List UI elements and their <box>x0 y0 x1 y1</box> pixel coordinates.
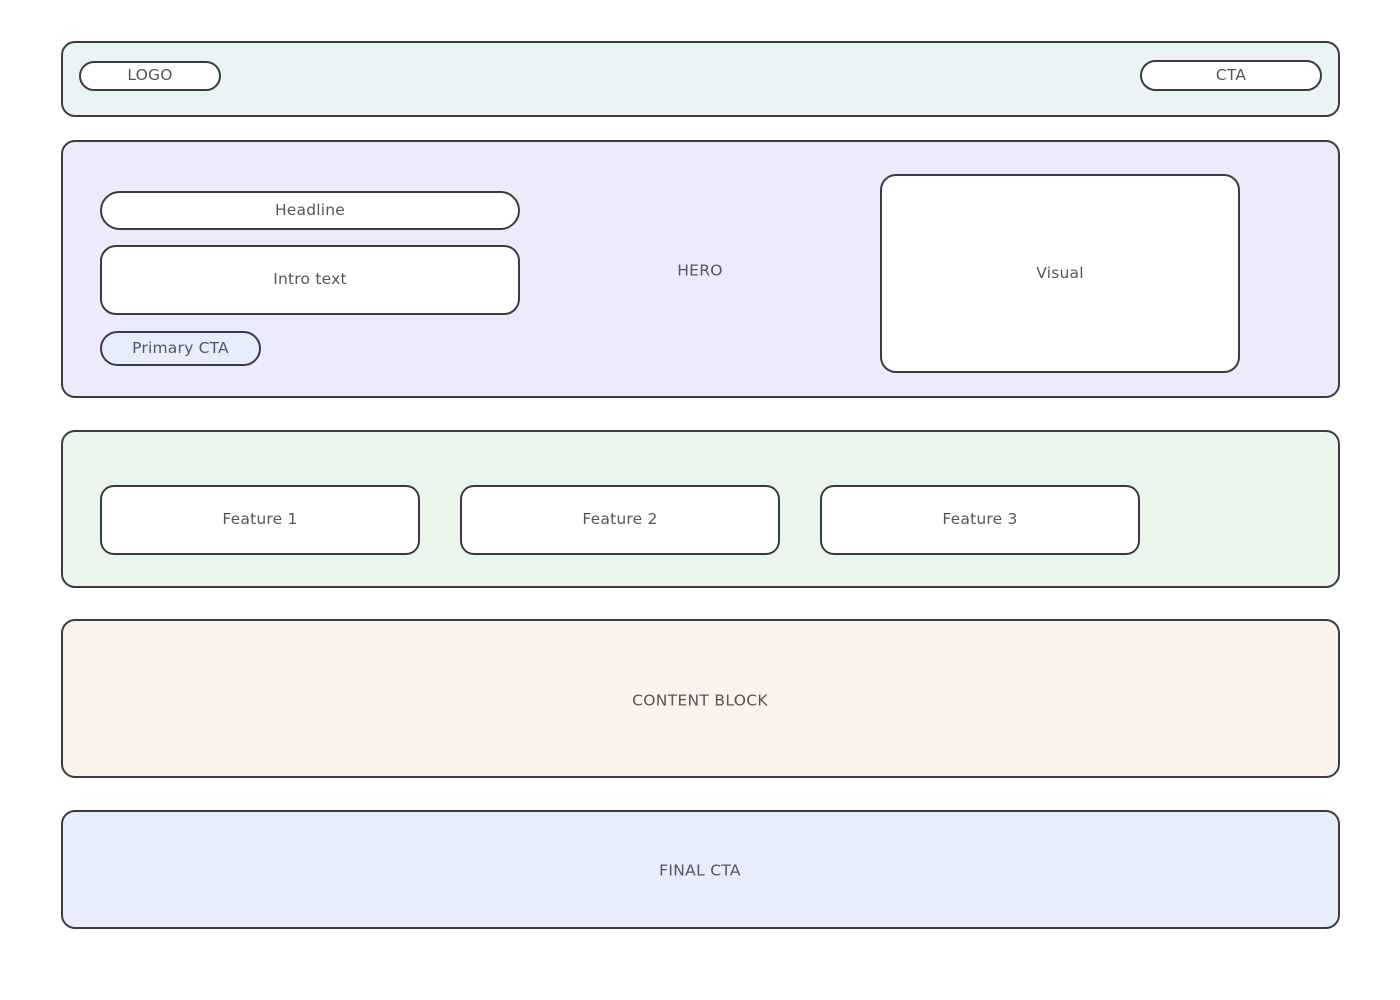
logo-label: LOGO <box>127 66 173 85</box>
hero-primary-cta-button[interactable]: Primary CTA <box>100 331 261 366</box>
hero-headline-placeholder: Headline <box>100 191 520 230</box>
feature-card-2-label: Feature 2 <box>582 510 658 529</box>
header-section <box>61 41 1340 117</box>
hero-intro-placeholder: Intro text <box>100 245 520 315</box>
hero-visual-placeholder: Visual <box>880 174 1240 373</box>
final-cta-label: FINAL CTA <box>659 861 741 880</box>
hero-primary-cta-label: Primary CTA <box>132 338 229 357</box>
logo-button[interactable]: LOGO <box>79 61 221 91</box>
hero-headline-label: Headline <box>274 200 346 219</box>
hero-section-label: HERO <box>677 261 723 280</box>
content-block-section <box>61 619 1340 778</box>
header-cta-label: CTA <box>1215 65 1247 84</box>
feature-card-1[interactable]: Feature 1 <box>100 485 420 555</box>
header-cta-button[interactable]: CTA <box>1140 60 1322 91</box>
feature-card-1-label: Feature 1 <box>222 510 298 529</box>
feature-card-2[interactable]: Feature 2 <box>460 485 780 555</box>
hero-visual-label: Visual <box>1036 263 1084 282</box>
final-cta-section <box>61 810 1340 929</box>
hero-intro-label: Intro text <box>273 270 347 289</box>
content-block-label: CONTENT BLOCK <box>632 691 768 710</box>
feature-card-3[interactable]: Feature 3 <box>820 485 1140 555</box>
feature-card-3-label: Feature 3 <box>942 510 1018 529</box>
